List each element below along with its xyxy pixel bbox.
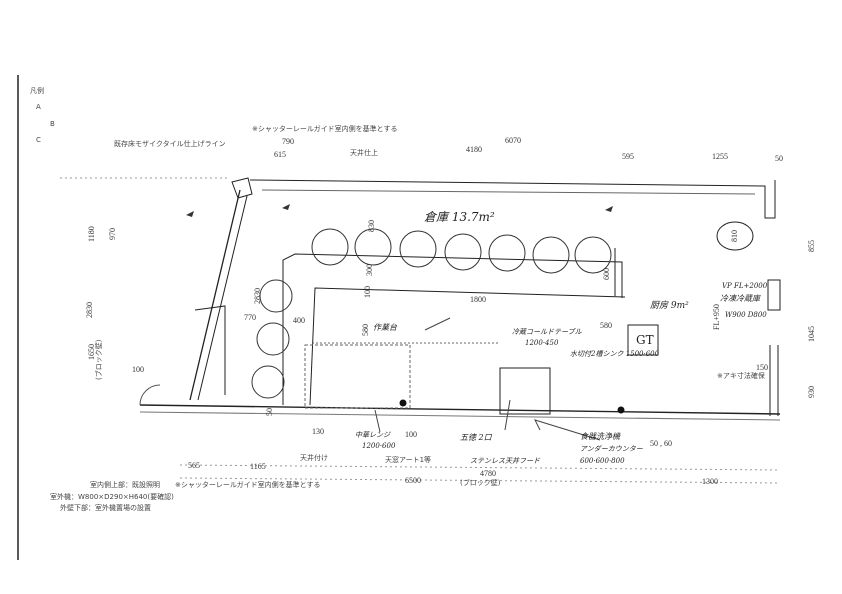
ceiling-mount-note: 天井付け [300,454,328,462]
kitchen-counter [309,287,626,406]
footer-note-3: 外壁下部：室外機置場の設置 [60,504,151,512]
dim-300: 300 [365,264,374,276]
dim-100-b: 100 [405,430,417,439]
fridge-label: 冷凍冷蔵庫 [720,294,760,303]
shutter-note-top: ※シャッターレールガイド室内側を基準とする [252,125,398,133]
storage-partition [282,253,623,405]
dim-810: 810 [730,230,739,242]
toilet-fixture [716,221,754,251]
sink-label: 水切付2槽シンク 1500·600 [570,350,660,358]
left-slanted-wall-inner [197,195,248,401]
cold-table-size: 1200·450 [525,339,559,347]
dim-130: 130 [312,427,324,436]
dim-595: 595 [622,152,634,161]
dim-400: 400 [293,316,305,325]
legend-title: 凡例 [30,87,44,95]
top-wall [249,179,776,219]
dim-150: 150 [756,363,768,372]
block-wall-note: (ブロック壁) [460,479,501,487]
floor-tile-note: 既存床モザイクタイル仕上げライン [114,140,226,148]
right-wall [769,345,779,416]
dishwasher-size: 600·600·800 [580,457,625,465]
dim-6070: 6070 [505,136,521,145]
fridge-size: W900 D800 [725,311,767,319]
kitchen-label: 厨房 9m² [650,301,689,311]
legend-a: A [36,103,41,111]
left-slanted-wall [189,189,241,401]
ceiling-note: 天井仕上 [350,149,378,157]
dim-790: 790 [282,137,294,146]
dim-615: 615 [274,150,286,159]
vp-label: VP FL+2000 [722,282,768,290]
dim-2830: 2830 [85,302,94,318]
footer-note-1: 室内側上部：既設照明 [90,481,160,489]
dim-100-c: 100 [363,286,372,298]
bottom-wall [139,404,781,415]
dim-1800: 1800 [470,295,486,304]
equipment-note: ※アキ寸法確保 [717,372,765,380]
dim-50: 50 [775,154,783,163]
chinese-range-label: 中華レンジ [355,431,390,439]
dim-600: 600 [602,268,611,280]
dim-770: 770 [244,313,256,322]
dishwasher-label: 食器洗浄機 [580,432,620,441]
drain-dot [399,399,407,407]
dim-580-b: 580 [600,321,612,330]
block-wall-left-note: (ブロック壁) [95,339,103,380]
left-wall-corner [231,177,253,199]
dim-1300: 1300 [702,477,718,486]
dim-565: 565 [188,461,200,470]
dim-830: 830 [367,220,376,232]
storage-drums [251,228,612,399]
legend-b: B [50,120,55,128]
dishwasher-sub-label: アンダーカウンター [580,445,643,453]
left-partition [194,305,226,395]
dim-6500: 6500 [405,476,421,485]
dim-580: 580 [361,324,370,336]
chinese-range-size: 1200·600 [362,442,396,450]
storage-label: 倉庫 13.7m² [424,210,495,224]
dim-1255: 1255 [712,152,728,161]
dim-50-b: 50 [265,408,274,416]
dim-2830-b: 2830 [253,288,262,304]
range-area [304,344,411,409]
worktable-label: 作業台 [373,323,397,332]
bottom-wall-outer [139,411,781,421]
skylight-note: 天窓アート1等 [385,456,432,464]
hood-box [499,367,551,415]
dim-50-60: 50 , 60 [650,439,672,448]
dim-1165: 1165 [250,462,266,471]
burner-label: 五徳 2口 [460,433,492,442]
dim-1045: 1045 [807,326,816,342]
dim-970: 970 [108,228,117,240]
legend-c: C [36,136,41,144]
dim-855: 855 [807,240,816,252]
right-wall-door [767,279,781,311]
door-swing [139,384,161,406]
dim-930: 930 [807,386,816,398]
dim-1650: 1650 [87,344,96,360]
leader-arrows [186,204,613,217]
shutter-note-bottom: ※シャッターレールガイド室内側を基準とする [175,481,321,489]
dim-1180: 1180 [87,226,96,242]
dim-100: 100 [132,365,144,374]
cold-table-label: 冷蔵コールドテーブル [512,328,582,336]
dim-4180: 4180 [466,145,482,154]
gt-box [627,324,659,356]
footer-note-2: 室外機：W800×D290×H640(要確認) [50,493,174,501]
dim-4780: 4780 [480,469,496,478]
drain-dot [617,406,625,414]
hood-label: ステンレス天井フード [470,457,540,465]
grease-trap-label: GT [636,333,654,347]
dim-fl950: FL+950 [712,304,721,330]
top-wall-inner [261,189,756,195]
